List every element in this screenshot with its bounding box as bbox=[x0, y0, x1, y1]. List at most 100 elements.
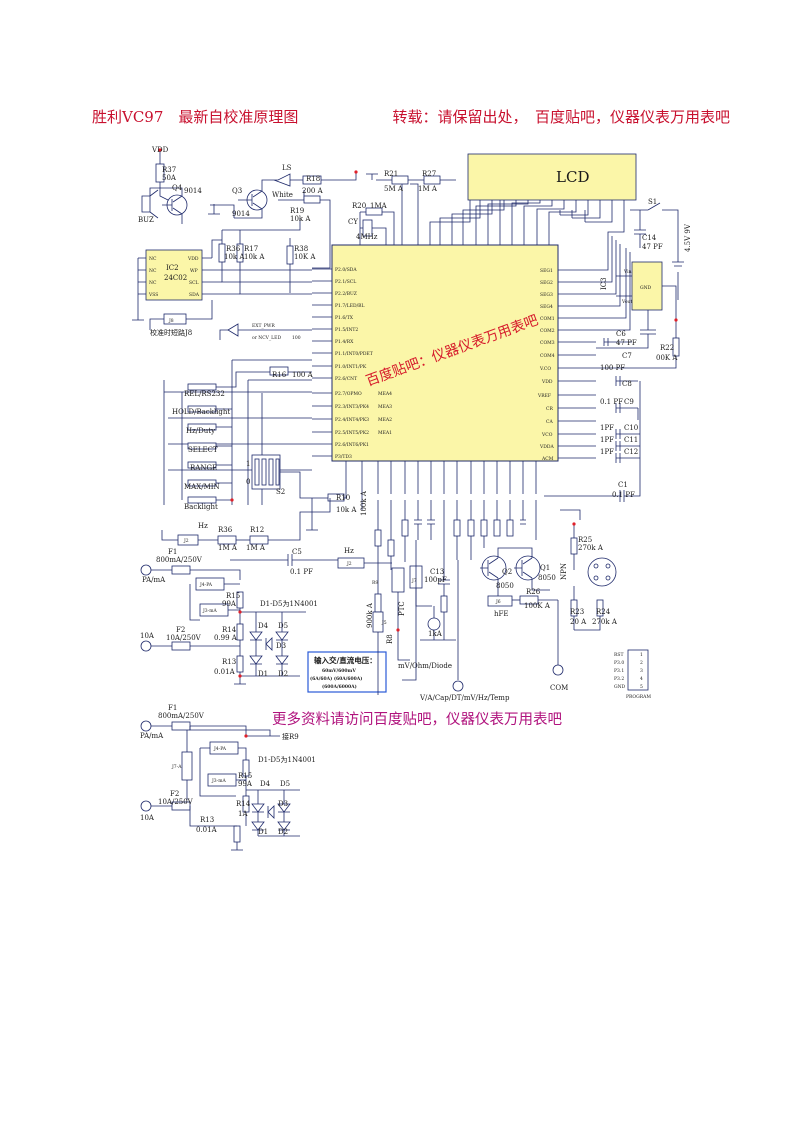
ic-rpin-55: VDD bbox=[541, 379, 553, 385]
c8-value: 100 PF bbox=[600, 364, 625, 372]
r38-label: R38 bbox=[294, 245, 308, 253]
input-box-line2: (6A/60A) (60A/600A) bbox=[310, 675, 362, 682]
s2-label: S2 bbox=[276, 488, 285, 496]
ic-pin-30: P2.5/INT5/PK2 bbox=[335, 430, 369, 436]
ic-rpin-56: V.CO bbox=[539, 366, 551, 372]
r24-label: R24 bbox=[596, 608, 611, 616]
eeprom-pins bbox=[132, 239, 312, 321]
input-box-line1: 60mV/600mV bbox=[322, 668, 356, 674]
r15-label: R15 bbox=[226, 592, 240, 600]
r-1k-label: 1kA bbox=[428, 630, 443, 638]
bottom-d1-label: D1 bbox=[258, 828, 268, 836]
buz-label: BUZ bbox=[138, 216, 154, 224]
ic-rpin-61: SEG4 bbox=[540, 304, 553, 310]
ic-rpin-51: VCO bbox=[541, 432, 553, 438]
main-ic-right-pins bbox=[558, 269, 596, 459]
ic-pin-26: P2.6/CNT bbox=[335, 376, 357, 382]
r16-value: 100 A bbox=[292, 371, 314, 379]
ic-rpin-54: VREF bbox=[537, 393, 551, 399]
q4-label: Q4 bbox=[172, 184, 183, 192]
r36-top-label: R36 bbox=[226, 245, 241, 253]
r27-label: R27 bbox=[422, 170, 436, 178]
d1-label: D1 bbox=[258, 670, 268, 678]
bottom-r13-value: 0.01A bbox=[196, 826, 218, 834]
ic-rpin-63: SEG2 bbox=[540, 280, 553, 286]
ic2-pin-nc3: NC bbox=[149, 280, 157, 286]
r17-label: R17 bbox=[244, 245, 258, 253]
vdd-label: VDD bbox=[151, 146, 169, 154]
ic-pin-29: P2.4/INT4/PK3 bbox=[335, 417, 369, 423]
s1-label: S1 bbox=[648, 198, 657, 206]
j3-label: J3-mA bbox=[202, 608, 217, 614]
c10-label: C10 bbox=[624, 424, 638, 432]
ic2-pin-vdd: VDD bbox=[187, 256, 199, 262]
lcd-label: LCD bbox=[556, 168, 589, 186]
program-label: PROGRAM bbox=[626, 694, 651, 700]
mea3-label: MEA3 bbox=[378, 404, 392, 410]
f2-value: 10A/250V bbox=[166, 634, 202, 642]
d2-label: D2 bbox=[278, 670, 288, 678]
r18-value: 200 A bbox=[302, 187, 324, 195]
lcd-module bbox=[467, 153, 637, 201]
button-rel-rs232: REL/RS232 bbox=[184, 390, 225, 398]
program-pin-4: P3.2 bbox=[614, 676, 624, 682]
f1-label: F1 bbox=[168, 548, 177, 556]
ic2-pin-vss: VSS bbox=[148, 292, 158, 298]
j8-label: J8 bbox=[168, 318, 174, 324]
q1-type: 8050 bbox=[538, 574, 556, 582]
more-info-banner: 更多资料请访问百度贴吧，仪器仪表万用表吧 bbox=[272, 711, 562, 728]
button-max-min: MAX/MIN bbox=[184, 483, 220, 491]
r12-label: R12 bbox=[250, 526, 264, 534]
r25-value: 270k A bbox=[578, 544, 604, 552]
bottom-j3-label: J3-mA bbox=[211, 778, 226, 784]
bottom-r14-value: 1A bbox=[238, 810, 248, 818]
j7-label: J7 bbox=[411, 578, 417, 584]
10a-label: 10A bbox=[140, 632, 155, 640]
c5-label: C5 bbox=[292, 548, 302, 556]
r24-value: 270k A bbox=[592, 618, 618, 626]
jumper-j8 bbox=[163, 313, 187, 325]
diode-note: D1-D5为1N4001 bbox=[260, 599, 318, 608]
bottom-d3-label: D3 bbox=[278, 800, 288, 808]
bottom-r14-label: R14 bbox=[236, 800, 251, 808]
button-range: RANGE bbox=[190, 464, 217, 472]
crystal-oscillator-circuit bbox=[359, 173, 456, 245]
ic-pin-31: P2.6/INT6/PK1 bbox=[335, 442, 369, 448]
voltage-terminal-label: V/A/Cap/DT/mV/Hz/Temp bbox=[419, 694, 510, 702]
r19-label: R19 bbox=[290, 207, 304, 215]
mea4-label: MEA4 bbox=[378, 391, 392, 397]
c1-value: 0.1 PF bbox=[612, 491, 635, 499]
program-pin-2: P3.0 bbox=[614, 660, 624, 666]
program-num-5: 5 bbox=[640, 684, 643, 690]
hz-input-network bbox=[161, 498, 392, 569]
r13-value: 0.01A bbox=[214, 668, 236, 676]
r8-label: R8 bbox=[386, 634, 394, 644]
c13-label: C13 bbox=[430, 568, 444, 576]
pa-ma-label: PA/mA bbox=[142, 576, 166, 584]
ic-rpin-62: SEG3 bbox=[540, 292, 553, 298]
hz-top-label: Hz bbox=[198, 522, 208, 530]
q2-label: Q2 bbox=[502, 568, 512, 576]
r13-label: R13 bbox=[222, 658, 236, 666]
r9-value: 900k A bbox=[366, 602, 374, 628]
r20-value: 1MA bbox=[370, 202, 388, 210]
buzzer-driver-circuit bbox=[141, 150, 357, 269]
repost-note: 转载：请保留出处， 百度贴吧，仪器仪表万用表吧 bbox=[392, 108, 730, 126]
bottom-pa-ma-label: PA/mA bbox=[140, 732, 164, 740]
r36-value: 1M A bbox=[218, 544, 238, 552]
jumper-j6 bbox=[487, 595, 513, 607]
d3-label: D3 bbox=[276, 642, 286, 650]
eeprom-ic2 bbox=[145, 249, 203, 301]
c1-label: C1 bbox=[618, 481, 628, 489]
bottom-10a-label: 10A bbox=[140, 814, 155, 822]
r22-label: R22 bbox=[660, 344, 674, 352]
main-ic bbox=[331, 244, 559, 462]
r14-value: 0.99 A bbox=[214, 634, 238, 642]
ic2-pin-wp: WP bbox=[190, 268, 198, 274]
c6-label: C6 bbox=[616, 330, 626, 338]
program-num-2: 2 bbox=[640, 660, 643, 666]
bottom-d2-label: D2 bbox=[278, 828, 288, 836]
input-box-title: 输入交/直流电压： bbox=[314, 655, 377, 665]
program-num-1: 1 bbox=[640, 652, 643, 658]
